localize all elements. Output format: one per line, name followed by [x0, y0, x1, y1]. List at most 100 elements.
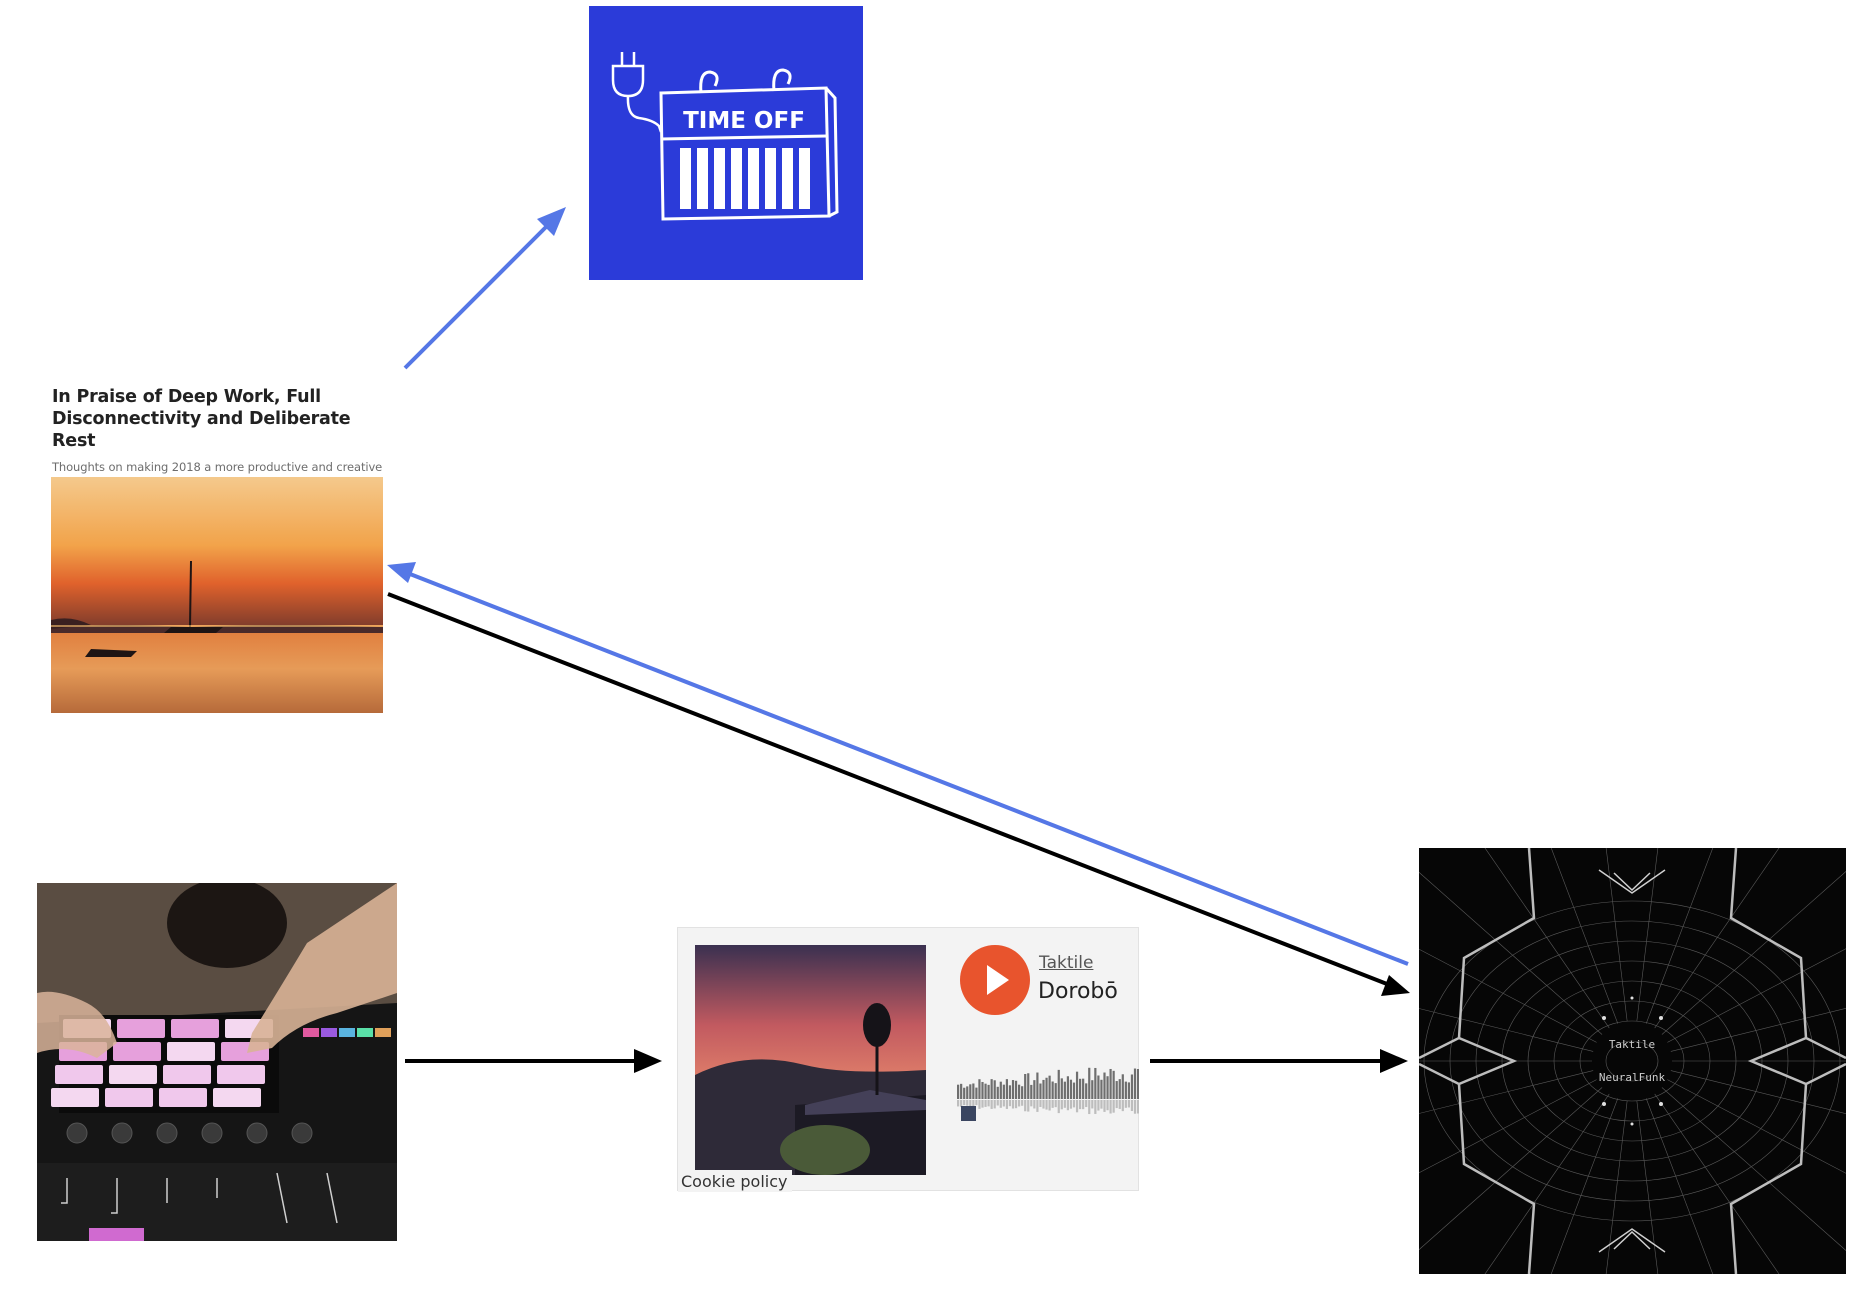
time-off-illustration: TIME OFF	[611, 52, 839, 221]
waveform-bar	[1027, 1073, 1030, 1099]
article-title-line-1: In Praise of Deep Work, Full	[52, 387, 321, 407]
waveform-bar-reflection	[1030, 1100, 1033, 1107]
visualizer-artist: Taktile	[1609, 1038, 1655, 1051]
waveform-bar-reflection	[1115, 1100, 1118, 1109]
waveform-bar	[1133, 1068, 1137, 1099]
waveform-bar	[1057, 1069, 1060, 1099]
time-off-label: TIME OFF	[683, 108, 805, 134]
waveform-bar	[978, 1079, 981, 1099]
drum-machine-image	[37, 883, 397, 1241]
waveform-bar-reflection	[972, 1100, 975, 1107]
waveform-bar	[999, 1081, 1002, 1099]
visualizer-ray	[1419, 1087, 1603, 1251]
music-player-embed[interactable]: Taktile Dorobō Cookie policy	[677, 927, 1139, 1192]
waveform-bar-reflection	[969, 1100, 972, 1107]
drum-pad	[163, 1065, 211, 1084]
waveform-bar	[1008, 1085, 1012, 1099]
waveform-bar	[993, 1080, 996, 1099]
visualizer-ray	[1419, 1070, 1594, 1114]
waveform-bar-reflection	[1011, 1100, 1015, 1109]
waveform-bar	[1054, 1083, 1057, 1099]
visualizer-ray	[1636, 848, 1659, 1022]
drum-pad	[167, 1042, 215, 1061]
waveform-bar-reflection	[1048, 1100, 1051, 1111]
waveform-bar-reflection	[1045, 1100, 1048, 1110]
visualizer-ring	[1527, 980, 1737, 1142]
waveform-bar-reflection	[1008, 1100, 1012, 1107]
article-title-line-2: Disconnectivity and Deliberate Rest	[52, 409, 351, 451]
waveform-bar	[1042, 1079, 1045, 1099]
waveform-bar-reflection	[1018, 1100, 1021, 1107]
waveform-bar	[1011, 1080, 1015, 1099]
waveform-bar	[1002, 1084, 1005, 1099]
neuralfunk-visualizer[interactable]: Taktile NeuralFunk	[1419, 848, 1846, 1274]
waveform-bar-reflection	[1082, 1100, 1085, 1110]
waveform-bar-reflection	[1109, 1100, 1112, 1114]
arrow-pads-to-player	[405, 1049, 662, 1073]
play-button[interactable]	[960, 945, 1030, 1015]
waveform-bar-reflection	[1136, 1100, 1139, 1114]
drum-pad	[55, 1065, 103, 1084]
time-off-card[interactable]: TIME OFF	[589, 6, 863, 280]
track-title: Dorobō	[1038, 979, 1118, 1004]
waveform-bar-reflection	[1118, 1100, 1121, 1109]
waveform-bar-reflection	[984, 1100, 987, 1107]
visualizer-ray	[1484, 1093, 1610, 1274]
waveform-bar	[1014, 1080, 1018, 1099]
drum-pad	[217, 1065, 265, 1084]
waveform-bar	[972, 1083, 975, 1099]
waveform[interactable]	[957, 1053, 1139, 1123]
waveform-bar	[1094, 1067, 1097, 1099]
drum-pad	[159, 1088, 207, 1107]
visualizer-ray	[1636, 1100, 1659, 1274]
waveform-bar-reflection	[1054, 1100, 1057, 1108]
waveform-bar-reflection	[1124, 1100, 1127, 1108]
waveform-bar-reflection	[960, 1100, 963, 1107]
waveform-bar	[1136, 1069, 1139, 1099]
waveform-bar-reflection	[1033, 1100, 1036, 1109]
waveform-bar-reflection	[1014, 1100, 1018, 1109]
waveform-bar	[1109, 1068, 1112, 1099]
sunset-sailboat-photo[interactable]	[51, 477, 383, 713]
arrow-visualizer-to-sunset	[387, 562, 1409, 966]
comment-avatar[interactable]	[961, 1106, 976, 1121]
visualizer-ray	[1645, 1098, 1714, 1274]
article-header[interactable]: In Praise of Deep Work, Full Disconnecti…	[52, 386, 392, 488]
colored-buttons	[303, 1028, 391, 1037]
waveform-bar	[1024, 1073, 1027, 1099]
album-cover[interactable]	[695, 945, 926, 1175]
drum-pad	[213, 1088, 261, 1107]
drum-machine-photo[interactable]	[37, 883, 397, 1241]
waveform-bar-reflection	[1094, 1100, 1097, 1114]
waveform-bar-reflection	[1130, 1100, 1134, 1112]
waveform-bar	[996, 1086, 999, 1099]
visualizer-ray	[1670, 1070, 1846, 1115]
waveform-bar	[975, 1087, 978, 1099]
waveform-bar	[1045, 1077, 1048, 1099]
artist-link[interactable]: Taktile	[1039, 953, 1094, 973]
cookie-policy-link[interactable]: Cookie policy	[678, 1170, 792, 1192]
waveform-bar-reflection	[966, 1100, 969, 1106]
waveform-bar	[1088, 1067, 1091, 1099]
waveform-bar	[963, 1087, 966, 1099]
drum-pad	[105, 1088, 153, 1107]
waveform-bar	[990, 1079, 993, 1099]
waveform-bar-reflection	[1066, 1100, 1069, 1111]
waveform-bar	[1103, 1072, 1106, 1099]
waveform-bar-reflection	[1042, 1100, 1045, 1109]
waveform-bar-reflection	[963, 1100, 966, 1106]
waveform-bar	[1030, 1084, 1033, 1099]
waveform-bar-reflection	[1097, 1100, 1100, 1111]
waveform-bar	[1066, 1076, 1069, 1099]
waveform-bar	[1079, 1078, 1082, 1099]
visualizer-ring	[1579, 1020, 1685, 1102]
visualizer-ray	[1605, 848, 1628, 1022]
waveform-bar-reflection	[1027, 1100, 1030, 1112]
waveform-bar-reflection	[1002, 1100, 1005, 1107]
waveform-bar	[966, 1086, 969, 1099]
visualizer-image: Taktile NeuralFunk	[1419, 848, 1846, 1274]
waveform-bar	[1021, 1086, 1024, 1099]
waveform-bar-reflection	[1121, 1100, 1124, 1112]
waveform-bar-reflection	[1060, 1100, 1063, 1110]
waveform-bar	[1115, 1081, 1118, 1099]
